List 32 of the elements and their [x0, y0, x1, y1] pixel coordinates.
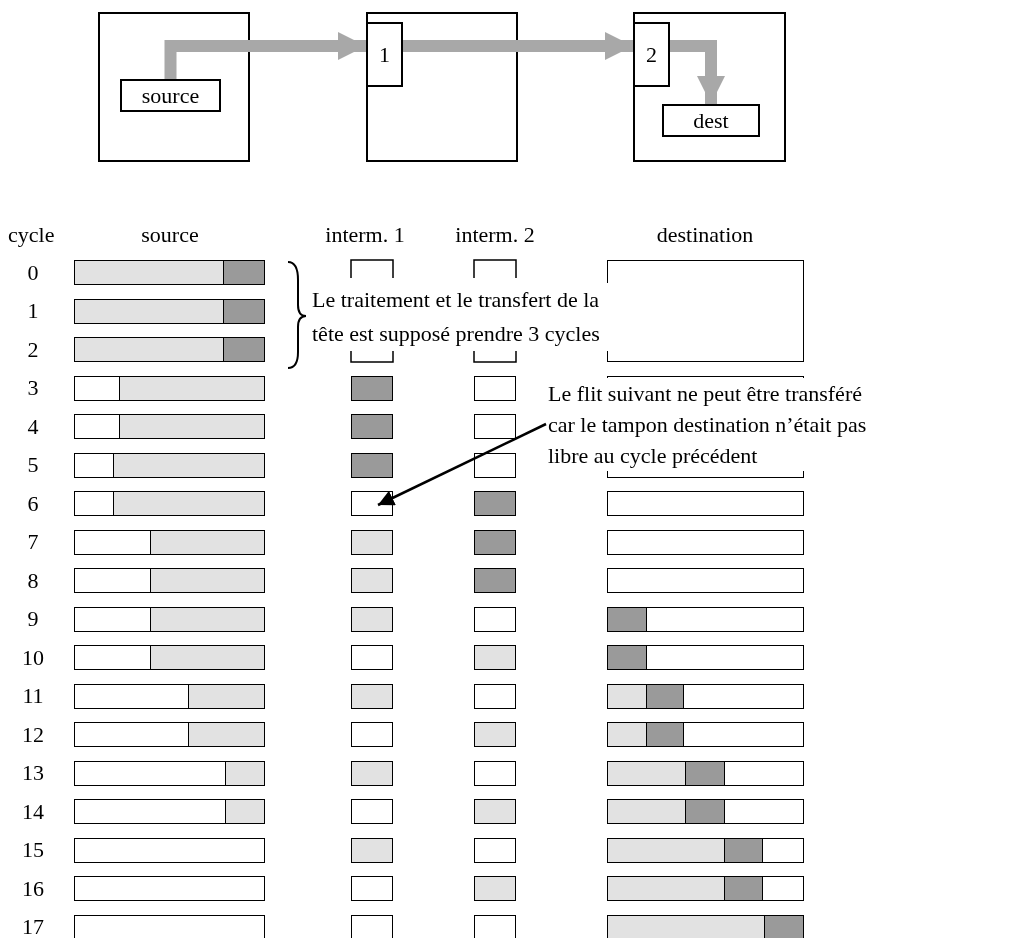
flow-arrow [403, 32, 633, 60]
buffer-box: 1 [366, 22, 403, 87]
column-header: interm. 1 [324, 221, 406, 249]
cycle-number: 14 [21, 797, 45, 826]
cycle-number: 12 [21, 720, 45, 749]
cycle-number: 8 [26, 566, 40, 595]
buffer-box: source [120, 79, 221, 112]
cycle-number: 3 [26, 374, 40, 402]
buffer-box: dest [662, 104, 760, 137]
router-box [633, 12, 786, 162]
cycle-number: 6 [26, 489, 40, 518]
cycle-number: 17 [21, 913, 45, 938]
column-header: source [140, 221, 200, 249]
cycle-number: 16 [21, 874, 45, 903]
cycle-number: 2 [26, 335, 40, 364]
column-header: cycle [8, 221, 56, 249]
leader-arrow [377, 422, 547, 507]
cycle-number: 4 [26, 412, 40, 441]
cycle-number: 9 [26, 605, 40, 633]
column-header: destination [655, 221, 755, 249]
cycle-number: 15 [21, 836, 45, 864]
router-box [366, 12, 518, 162]
cycle-number: 7 [26, 528, 40, 556]
cycle-number: 10 [21, 643, 45, 672]
buffer-box: 2 [633, 22, 670, 87]
cycle-number: 13 [21, 759, 45, 787]
cycle-number: 5 [26, 451, 40, 479]
cycle-number: 11 [21, 682, 45, 710]
cycle-number: 1 [26, 297, 40, 325]
cycle-number: 0 [26, 258, 40, 287]
column-header: interm. 2 [454, 221, 536, 249]
router-box [98, 12, 250, 162]
